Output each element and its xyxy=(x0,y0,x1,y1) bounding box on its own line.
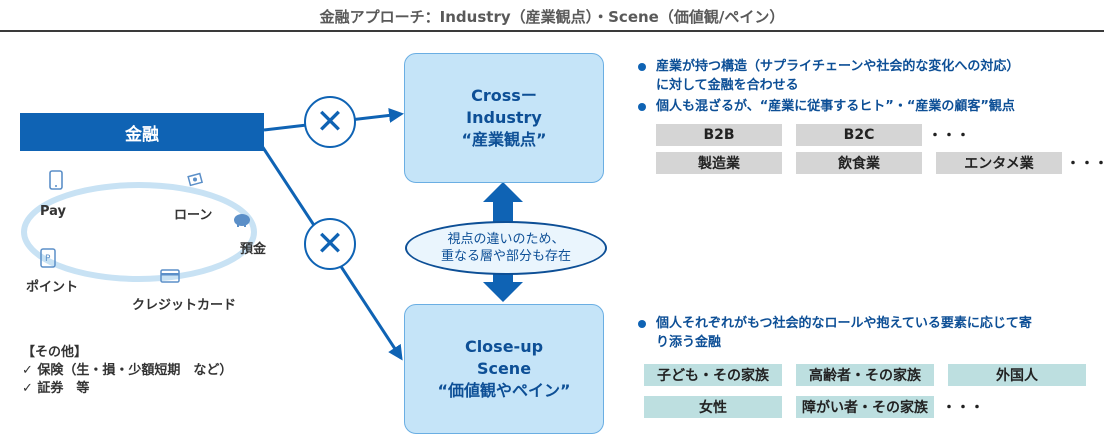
cross-icon: ✕ xyxy=(304,96,356,148)
scene-bullet-text: 個人それぞれがもつ社会的なロールや抱えている要素に応じて寄 xyxy=(656,316,1032,331)
tag-food-service: 飲食業 xyxy=(796,152,922,174)
industry-bullet: 産業が持つ構造（サプライチェーンや社会的な変化への対応） xyxy=(638,58,1019,76)
service-deposit: 預金 xyxy=(240,242,267,257)
viewpoint-line-1: 視点の違いのため、 xyxy=(447,232,565,247)
point-card-icon: P xyxy=(38,248,58,268)
industry-bullet-text: 産業が持つ構造（サプライチェーンや社会的な変化への対応） xyxy=(656,59,1020,74)
ellipsis: ・・・ xyxy=(928,128,970,144)
service-point: ポイント xyxy=(26,280,79,295)
credit-card-icon xyxy=(160,266,180,286)
others-item: ✓ 証券 等 xyxy=(22,381,90,396)
viewpoint-line-2: 重なる層や部分も存在 xyxy=(440,249,571,264)
tag-children-family: 子ども・その家族 xyxy=(644,364,782,386)
tag-women: 女性 xyxy=(644,396,782,418)
scene-bullet-cont: り添う金融 xyxy=(656,335,722,350)
service-pay: Pay xyxy=(40,204,67,219)
close-up-subtitle: “価値観やペイン” xyxy=(437,381,571,400)
money-icon xyxy=(186,170,206,190)
tag-entertainment: エンタメ業 xyxy=(936,152,1062,174)
cross-industry-box: Crossー Industry “産業観点” xyxy=(404,53,604,183)
title-divider xyxy=(0,30,1104,32)
close-up-title-2: Scene xyxy=(476,359,532,378)
cross-icon: ✕ xyxy=(304,218,356,270)
cross-industry-subtitle: “産業観点” xyxy=(461,130,547,149)
ellipsis: ・・・ xyxy=(1066,156,1104,172)
page-title: 金融アプローチ：Industry（産業観点）・Scene（価値観/ペイン） xyxy=(319,8,785,26)
bullet-dot xyxy=(638,319,646,328)
scene-bullet: 個人それぞれがもつ社会的なロールや抱えている要素に応じて寄 xyxy=(638,315,1032,333)
close-up-title-1: Close-up xyxy=(464,337,544,356)
tag-elderly-family: 高齢者・その家族 xyxy=(796,364,934,386)
others-item: ✓ 保険（生・損・少額短期 など） xyxy=(22,363,233,378)
services-cycle-ellipse xyxy=(21,182,257,282)
industry-bullet: 個人も混ざるが、“産業に従事するヒト”・“産業の顧客”観点 xyxy=(638,98,1015,116)
smartphone-icon xyxy=(46,170,66,190)
cross-industry-title-2: Industry xyxy=(466,108,542,127)
bullet-dot xyxy=(638,62,646,71)
service-loan: ローン xyxy=(174,208,213,223)
ellipsis: ・・・ xyxy=(942,400,984,416)
others-list: 【その他】 ✓ 保険（生・損・少額短期 など） ✓ 証券 等 xyxy=(22,344,232,398)
close-up-scene-box: Close-up Scene “価値観やペイン” xyxy=(404,304,604,434)
viewpoint-note: 視点の違いのため、 重なる層や部分も存在 xyxy=(405,221,607,275)
others-heading: 【その他】 xyxy=(22,345,88,360)
industry-bullet-text: 個人も混ざるが、“産業に従事するヒト”・“産業の顧客”観点 xyxy=(656,99,1015,114)
tag-disabled-family: 障がい者・その家族 xyxy=(796,396,934,418)
tag-b2b: B2B xyxy=(656,124,782,146)
tag-b2c: B2C xyxy=(796,124,922,146)
tag-manufacturing: 製造業 xyxy=(656,152,782,174)
finance-bar: 金融 xyxy=(20,113,264,151)
cross-industry-title-1: Crossー xyxy=(471,86,537,105)
tag-foreigners: 外国人 xyxy=(948,364,1086,386)
piggy-bank-icon xyxy=(232,210,252,230)
industry-bullet-cont: に対して金融を合わせる xyxy=(656,78,799,93)
bullet-dot xyxy=(638,102,646,111)
svg-text:P: P xyxy=(45,254,51,264)
service-credit-card: クレジットカード xyxy=(132,298,237,313)
